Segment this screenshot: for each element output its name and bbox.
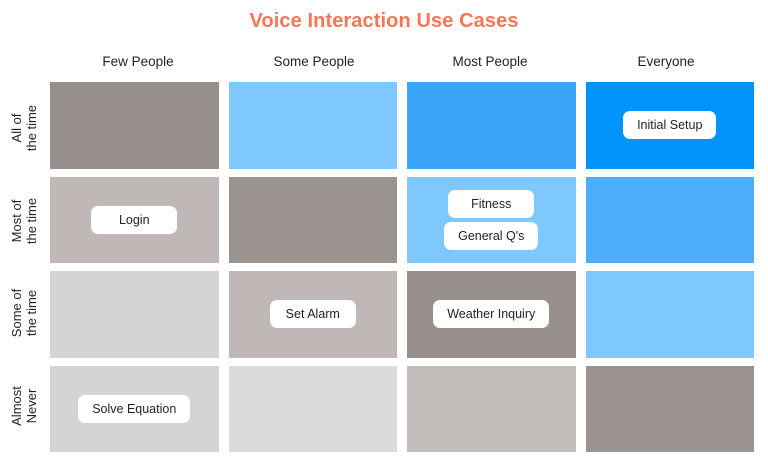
matrix-cell-r1c2: [228, 82, 397, 169]
matrix-cell-r2c4: [585, 176, 754, 263]
use-case-pill-initial-setup[interactable]: Initial Setup: [623, 111, 717, 140]
column-header-some-people: Some People: [273, 54, 355, 69]
matrix-cell-r4c4: [585, 365, 754, 452]
row-label-line1: Most of: [9, 199, 24, 243]
column-header-most-people: Most People: [452, 54, 528, 69]
row-label-cell-almost-never: Almost Never: [0, 360, 48, 453]
row-label-some-of-the-time: Some of the time: [9, 289, 39, 337]
use-case-pill-set-alarm[interactable]: Set Alarm: [269, 300, 356, 329]
matrix-cell-r3c1: [50, 271, 219, 358]
matrix-cell-r3c3: Weather Inquiry: [407, 271, 576, 358]
row-label-line1: All of: [9, 113, 24, 143]
row-label-line1: Almost: [9, 385, 24, 426]
page-title: Voice Interaction Use Cases: [249, 10, 519, 32]
use-case-pill-solve-equation[interactable]: Solve Equation: [78, 394, 191, 423]
use-case-pill-login[interactable]: Login: [91, 205, 178, 234]
matrix-grid: Initial Setup Login Fitness General Q's …: [50, 82, 754, 452]
matrix-cell-r2c3: Fitness General Q's: [407, 176, 576, 263]
matrix-cell-r1c3: [407, 82, 576, 169]
row-label-cell-most-of-the-time: Most of the time: [0, 175, 48, 268]
row-label-line2: the time: [24, 105, 39, 152]
column-header-everyone: Everyone: [637, 54, 695, 69]
matrix-cell-r3c4: [585, 271, 754, 358]
row-label-cell-some-of-the-time: Some of the time: [0, 267, 48, 360]
use-case-pill-fitness[interactable]: Fitness: [448, 189, 535, 218]
row-label-line2: Never: [24, 388, 39, 424]
row-label-line2: the time: [24, 290, 39, 337]
matrix-cell-r4c2: [228, 365, 397, 452]
row-label-line2: the time: [24, 197, 39, 244]
matrix-cell-r2c1: Login: [50, 176, 219, 263]
row-label-cell-all-of-the-time: All of the time: [0, 82, 48, 175]
matrix-cell-r4c3: [407, 365, 576, 452]
row-label-all-of-the-time: All of the time: [9, 105, 39, 151]
matrix-cell-r1c1: [50, 82, 219, 169]
row-label-most-of-the-time: Most of the time: [9, 198, 39, 244]
matrix-cell-r2c2: [228, 176, 397, 263]
column-header-few-people: Few People: [102, 54, 174, 69]
row-label-axis: All of the time Most of the time Some of…: [0, 82, 48, 452]
column-header-row: Few People Some People Most People Every…: [50, 54, 754, 76]
row-label-almost-never: Almost Never: [9, 386, 39, 426]
matrix-cell-r1c4: Initial Setup: [585, 82, 754, 169]
matrix-cell-r3c2: Set Alarm: [228, 271, 397, 358]
row-label-line1: Some of: [9, 289, 24, 338]
use-case-pill-weather-inquiry[interactable]: Weather Inquiry: [433, 300, 550, 329]
matrix-cell-r4c1: Solve Equation: [50, 365, 219, 452]
use-case-pill-general-qs[interactable]: General Q's: [444, 221, 539, 250]
